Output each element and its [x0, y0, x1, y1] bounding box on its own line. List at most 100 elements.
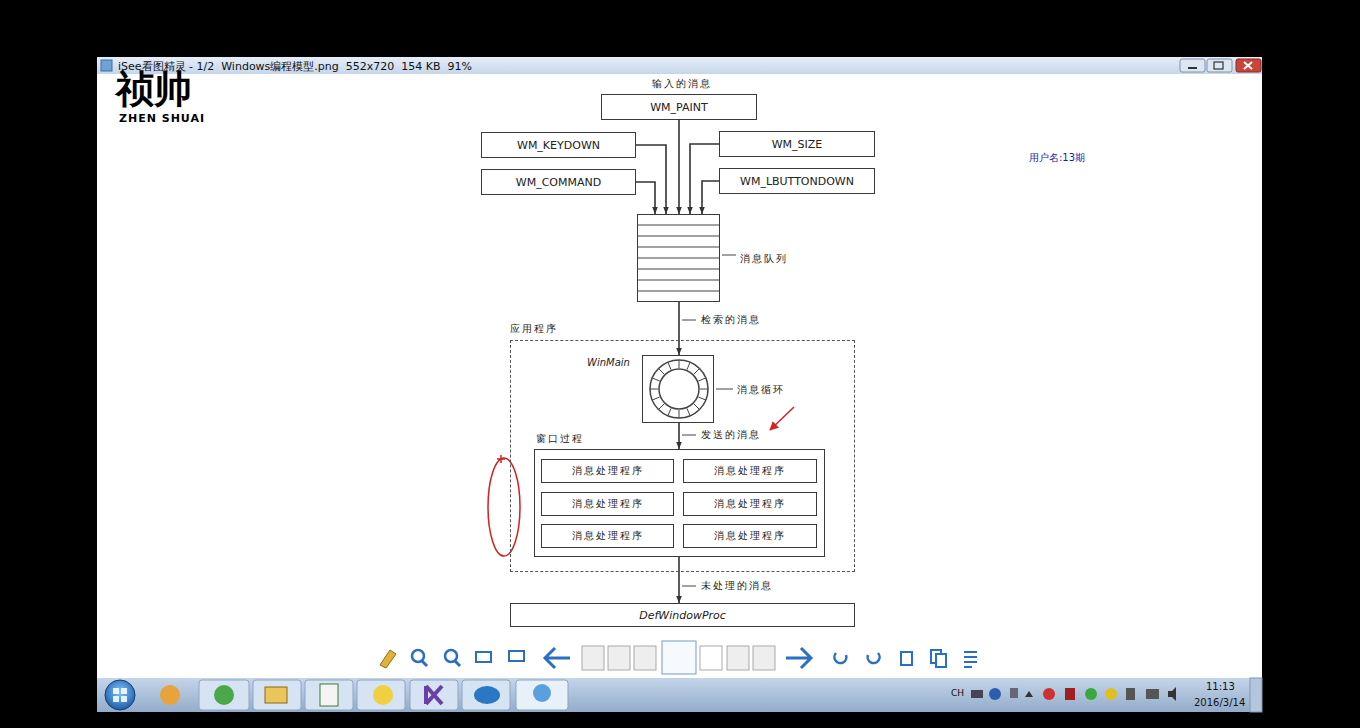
zoom-in-icon: [412, 650, 424, 662]
flow-arrow: [690, 144, 719, 214]
clock-time: 11:13: [1206, 681, 1235, 692]
start-orb: [105, 680, 135, 710]
node-label: 消息处理程序: [714, 464, 786, 478]
taskbar-buttons: [160, 680, 568, 710]
app-icon: [101, 60, 112, 71]
next-arrow: [786, 648, 811, 668]
queue-rows: [637, 225, 720, 291]
queue-row: [637, 225, 720, 226]
red-arrow: [770, 407, 794, 430]
clock-date: 2016/3/14: [1194, 697, 1245, 708]
thumbnail: [582, 646, 604, 670]
wheel-spokes: [650, 360, 708, 418]
minimize-button: [1180, 59, 1205, 72]
windows-logo: [113, 688, 127, 702]
delete-icon: [901, 652, 912, 665]
tray-icon: [1105, 688, 1117, 700]
volume-icon: [1168, 687, 1176, 701]
handler-box: 消息处理程序: [683, 492, 817, 516]
queue-row: [637, 258, 720, 259]
watermark-text: ZHEN SHUAI: [119, 112, 205, 125]
handler-box: 消息处理程序: [683, 459, 817, 483]
queue-row: [637, 236, 720, 237]
node-heading: 消息循环: [737, 383, 785, 397]
copy-icon: [936, 654, 946, 667]
task-button: [305, 680, 353, 710]
node-heading: WinMain: [587, 357, 630, 368]
thumbnail: [634, 646, 656, 670]
task-icon: [373, 685, 393, 705]
message-box: WM_COMMAND: [481, 169, 636, 195]
flow-arrow: [678, 120, 680, 214]
tray-icon: [989, 688, 1001, 700]
edge-label: 未处理的消息: [700, 579, 774, 593]
title-bar: [97, 57, 1262, 74]
flow-arrow: [678, 557, 680, 603]
task-button: [199, 680, 249, 710]
task-button: [410, 680, 458, 710]
brush-icon: [380, 650, 396, 668]
task-button: [357, 680, 405, 710]
thumbnail: [753, 646, 775, 670]
flow-arrow: [678, 302, 680, 355]
show-desktop: [1250, 678, 1262, 712]
node-label: 消息处理程序: [572, 497, 644, 511]
node-label: WM_SIZE: [772, 138, 823, 151]
application-region: 应用程序WinMain消息循环窗口过程消息处理程序消息处理程序消息处理程序消息处…: [510, 340, 855, 572]
queue-row: [637, 269, 720, 270]
queue-row: [637, 280, 720, 281]
handler-box: 消息处理程序: [541, 492, 674, 516]
viewer-window: [97, 57, 1262, 678]
user-note: 用户名:13期: [1029, 151, 1085, 165]
task-icon: [426, 686, 442, 704]
restore-glyph: [1214, 62, 1223, 69]
tray-icon: [1043, 688, 1055, 700]
flow-arrow: [702, 181, 719, 214]
edge-label: 检索的消息: [700, 313, 762, 327]
tray-icon: [971, 690, 983, 698]
wheel-outer: [650, 360, 708, 418]
node-heading: 应用程序: [510, 322, 558, 336]
fullscreen-icon: [509, 651, 524, 661]
default-proc-box: DefWindowProc: [510, 603, 855, 627]
tray-icon: [1065, 688, 1075, 700]
edge-label: 发送的消息: [700, 428, 762, 442]
tray-icon: [1085, 688, 1097, 700]
task-icon: [320, 684, 338, 706]
flow-arrow: [636, 182, 655, 214]
task-icon: [160, 685, 180, 705]
label-tick: [682, 435, 696, 436]
node-label: 消息处理程序: [572, 529, 644, 543]
rotate-right-icon: [868, 653, 880, 663]
tray-icon: [1146, 689, 1159, 699]
task-button: [462, 680, 510, 710]
task-icon: [265, 687, 287, 703]
tray-icon: [1126, 688, 1135, 700]
close-glyph: [1244, 62, 1252, 69]
message-box: WM_PAINT: [601, 94, 757, 120]
red-ellipse: [488, 458, 520, 556]
message-box: WM_SIZE: [719, 131, 875, 157]
node-heading: 消息队列: [740, 252, 788, 266]
tray-icon: [1010, 688, 1018, 698]
window-procedure: 窗口过程消息处理程序消息处理程序消息处理程序消息处理程序消息处理程序消息处理程序: [534, 449, 825, 557]
zoom-handle: [422, 661, 427, 666]
current-thumbnail: [662, 641, 696, 674]
node-label: WM_PAINT: [650, 101, 708, 114]
message-queue: 消息队列: [637, 214, 720, 302]
node-label: WM_LBUTTONDOWN: [740, 175, 854, 188]
thumbnail: [608, 646, 630, 670]
list-icon: [964, 652, 977, 667]
message-box: WM_KEYDOWN: [481, 132, 636, 158]
input-caption: 输入的消息: [652, 77, 712, 91]
input-method: CH: [951, 688, 964, 698]
node-label: DefWindowProc: [639, 609, 726, 622]
node-label: 消息处理程序: [572, 464, 644, 478]
rotate-left-icon: [834, 653, 846, 663]
node-label: WM_KEYDOWN: [517, 139, 600, 152]
flow-arrow: [636, 145, 666, 214]
label-tick: [682, 320, 696, 321]
node-heading: 窗口过程: [536, 432, 584, 446]
handler-box: 消息处理程序: [541, 459, 674, 483]
zoom-handle: [455, 661, 460, 666]
